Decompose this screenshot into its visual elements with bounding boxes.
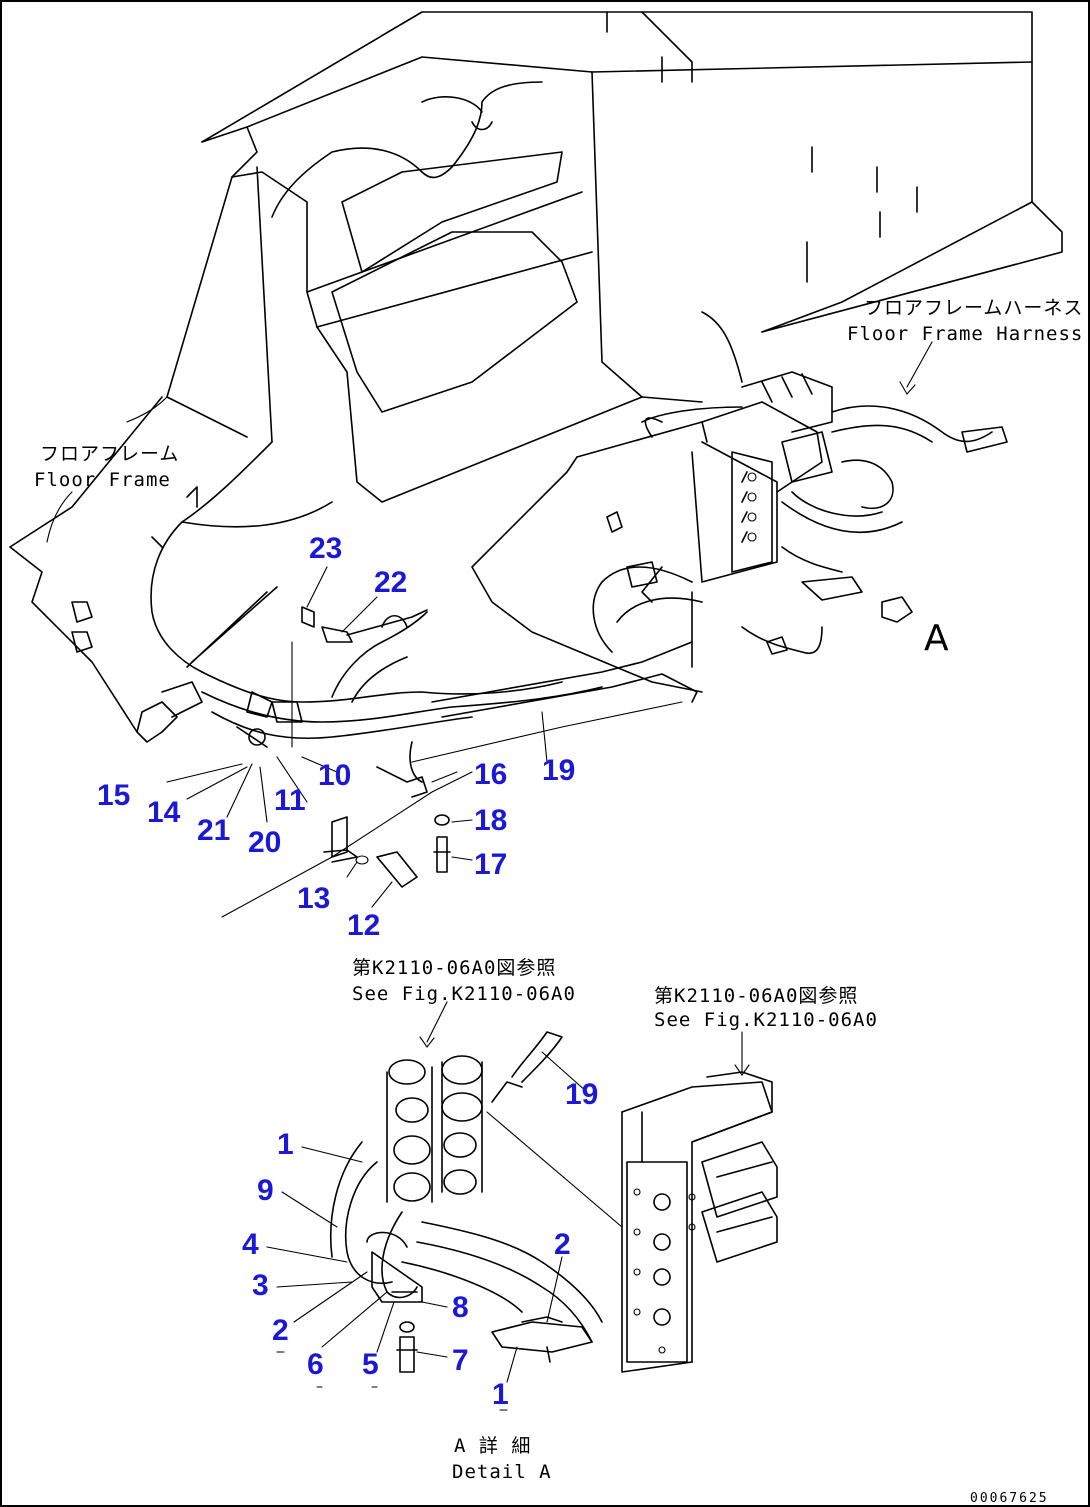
callout-1-upper: 1 [277,1128,294,1161]
detail-a-view [266,1001,778,1411]
harness-label-leader [906,341,933,388]
callout-leaders-upper [166,566,548,908]
callout-13: 13 [297,882,330,915]
callout-8: 8 [452,1291,469,1324]
callout-numbers: 23 22 19 16 10 15 14 11 21 20 18 17 13 1… [97,532,598,1411]
callout-3: 3 [252,1269,269,1302]
see-fig-right-jp: 第K2110-06A0図参照 [654,985,858,1007]
floor-frame-harness-label-jp: フロアフレームハーネス [864,297,1083,319]
callout-12: 12 [347,909,380,942]
view-marker-a: A [924,618,949,659]
callout-5: 5 [362,1348,379,1381]
callout-1-lower: 1 [492,1378,509,1411]
callout-4: 4 [242,1228,259,1261]
connector-column [386,1055,483,1203]
callout-22: 22 [374,566,407,599]
callout-15: 15 [97,779,130,812]
detail-a-label-jp: A 詳 細 [454,1435,531,1457]
callout-14: 14 [147,796,181,829]
callout-19-upper: 19 [542,754,575,787]
callout-11: 11 [274,784,306,817]
see-fig-left-jp: 第K2110-06A0図参照 [352,957,556,979]
callout-9: 9 [257,1174,274,1207]
callout-16: 16 [474,758,507,791]
floor-frame-label-leader [46,491,73,543]
callout-6: 6 [307,1348,324,1381]
callout-18: 18 [474,804,507,837]
drawing-code: 00067625 [970,1491,1049,1506]
callout-23: 23 [309,532,342,565]
callout-20: 20 [248,826,281,859]
callout-21: 21 [197,814,230,847]
callout-10: 10 [318,759,351,792]
floor-frame-outline [9,11,1063,733]
floor-frame-harness [71,81,1008,918]
see-fig-left-en: See Fig.K2110-06A0 [352,983,576,1005]
annotations: フロアフレームハーネス Floor Frame Harness フロアフレーム … [34,297,1083,1506]
floor-frame-label-jp: フロアフレーム [40,443,179,465]
callout-17: 17 [474,848,507,881]
callout-7: 7 [452,1344,469,1377]
callout-2-left: 2 [272,1314,289,1347]
floor-frame-label-en: Floor Frame [34,469,171,491]
junction-plate [626,1161,696,1363]
callout-19-lower: 19 [565,1078,598,1111]
hardware-upper [236,726,451,888]
floor-frame-harness-label-en: Floor Frame Harness [847,323,1083,345]
callout-2-right: 2 [554,1228,571,1261]
see-fig-right-en: See Fig.K2110-06A0 [654,1009,878,1031]
detail-a-label-en: Detail A [452,1461,552,1483]
